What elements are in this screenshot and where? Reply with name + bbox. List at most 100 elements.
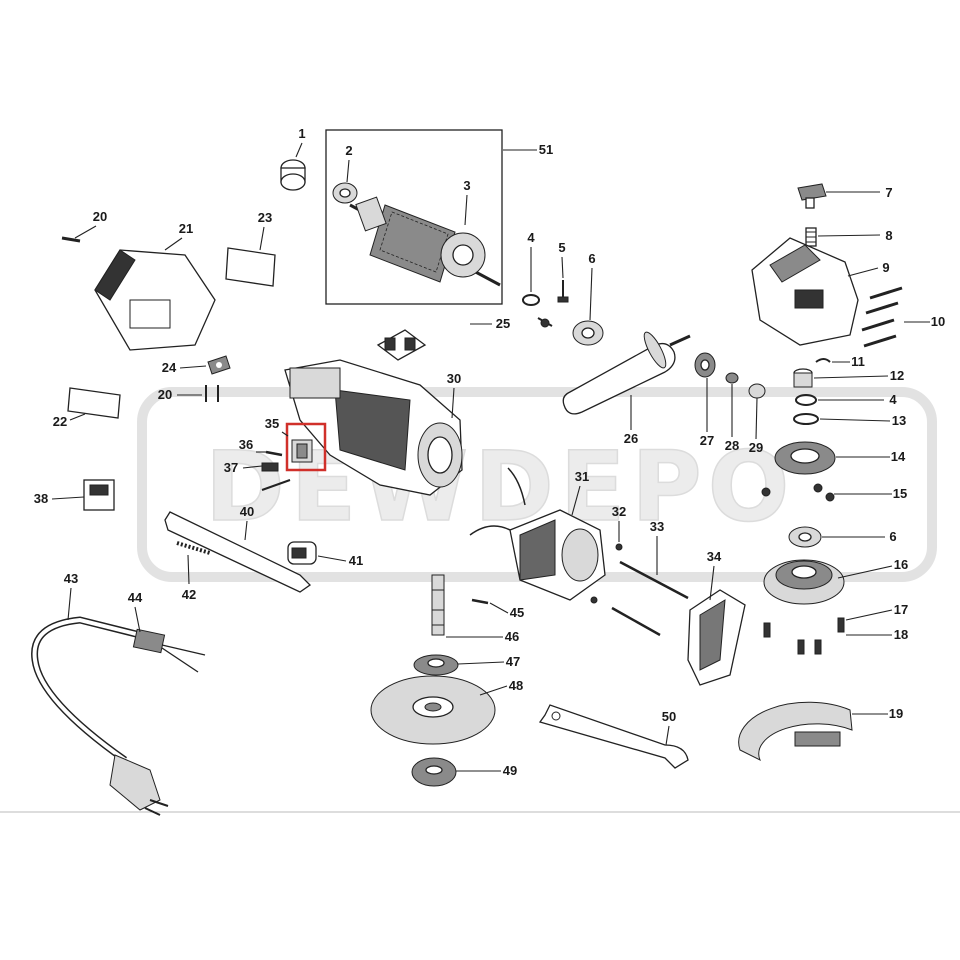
part-number-label: 4 <box>527 230 535 245</box>
part-number-label: 50 <box>662 709 676 724</box>
leader-line <box>813 375 889 379</box>
leader-line <box>845 609 893 621</box>
part-bearing-small <box>332 182 358 204</box>
part-number-label: 21 <box>179 221 193 236</box>
leader-line <box>69 413 86 421</box>
part-clip-11 <box>815 358 831 363</box>
part-screw-37 <box>261 462 291 491</box>
part-number-label: 10 <box>931 314 945 329</box>
part-32 <box>590 543 623 604</box>
part-number-label: 34 <box>707 549 722 564</box>
leader-line <box>134 606 141 633</box>
part-number-label: 48 <box>509 678 523 693</box>
part-number-label: 3 <box>463 178 470 193</box>
part-inner-flange <box>413 654 459 676</box>
leader-line <box>837 565 893 579</box>
leader-line <box>709 565 715 601</box>
part-screws-20 <box>61 236 219 402</box>
part-number-label: 19 <box>889 706 903 721</box>
part-number-label: 24 <box>162 360 177 375</box>
leader-line <box>817 234 881 237</box>
part-number-label: 49 <box>503 763 517 778</box>
part-number-label: 16 <box>894 557 908 572</box>
part-number-label: 20 <box>158 387 172 402</box>
part-stator <box>469 467 606 601</box>
part-number-label: 47 <box>506 654 520 669</box>
leader-line <box>457 661 505 665</box>
part-washer-13 <box>793 413 819 425</box>
part-ring <box>280 159 306 191</box>
part-bearing-6 <box>572 320 822 548</box>
part-screws-15 <box>761 483 835 502</box>
part-number-label: 18 <box>894 627 908 642</box>
leader-line <box>67 587 72 621</box>
part-number-label: 22 <box>53 414 67 429</box>
leader-lines <box>51 142 930 772</box>
armature-assembly-frame <box>325 129 503 305</box>
leader-line <box>589 267 593 321</box>
part-brush-holder <box>376 329 427 361</box>
part-wheel-guard <box>738 701 853 762</box>
part-number-label: 43 <box>64 571 78 586</box>
leader-line <box>244 520 248 541</box>
part-spring-42 <box>176 541 211 555</box>
leader-line <box>847 267 879 277</box>
part-motor-housing <box>284 359 463 496</box>
part-long-screws-33 <box>611 560 689 637</box>
part-spanner <box>538 704 689 769</box>
part-label-23 <box>225 247 276 287</box>
part-screw-25 <box>537 317 553 328</box>
part-number-label: 6 <box>889 529 896 544</box>
leader-line <box>464 194 468 226</box>
part-number-label: 7 <box>885 185 892 200</box>
part-number-label: 9 <box>882 260 889 275</box>
part-number-label: 13 <box>892 413 906 428</box>
part-number-label: 23 <box>258 210 272 225</box>
part-number-label: 6 <box>588 251 595 266</box>
part-baffle-34 <box>687 589 746 686</box>
part-number-label: 1 <box>298 126 305 141</box>
leader-line <box>295 142 303 158</box>
part-flange-housing <box>763 559 845 605</box>
part-lock-button <box>797 183 827 209</box>
leader-line <box>755 397 758 440</box>
part-side-handle <box>562 331 691 415</box>
part-number-label: 30 <box>447 371 461 386</box>
part-number-label: 37 <box>224 460 238 475</box>
leader-line <box>242 465 263 469</box>
part-spindle <box>431 574 445 636</box>
part-nut-28 <box>725 372 739 384</box>
leader-line <box>281 431 289 437</box>
part-key-45 <box>471 598 489 605</box>
part-power-cord <box>31 616 169 816</box>
leader-line <box>74 225 97 239</box>
part-number-label: 26 <box>624 431 638 446</box>
leader-line <box>479 685 508 696</box>
leader-line <box>819 418 891 422</box>
part-number-label: 44 <box>128 590 143 605</box>
part-armature <box>349 196 501 287</box>
leader-line <box>665 725 670 746</box>
part-number-label: 33 <box>650 519 664 534</box>
part-number-label: 42 <box>182 587 196 602</box>
part-rear-housing <box>94 249 216 351</box>
part-sleeve-12 <box>793 368 813 388</box>
leader-line <box>187 554 190 585</box>
part-screws-17-18 <box>763 617 845 655</box>
part-bevel-gear <box>774 441 836 475</box>
part-number-label: 51 <box>539 142 553 157</box>
part-number-label: 25 <box>496 316 510 331</box>
part-pinion-27 <box>694 352 716 378</box>
part-number-label: 4 <box>889 392 897 407</box>
part-number-label: 5 <box>558 240 565 255</box>
part-number-label: 17 <box>894 602 908 617</box>
part-number-label: 35 <box>265 416 279 431</box>
leader-line <box>51 496 85 500</box>
part-screw-5 <box>557 280 569 303</box>
part-number-label: 27 <box>700 433 714 448</box>
part-label-22 <box>67 387 121 419</box>
part-number-label: 8 <box>885 228 892 243</box>
part-cord-guard <box>132 628 206 673</box>
